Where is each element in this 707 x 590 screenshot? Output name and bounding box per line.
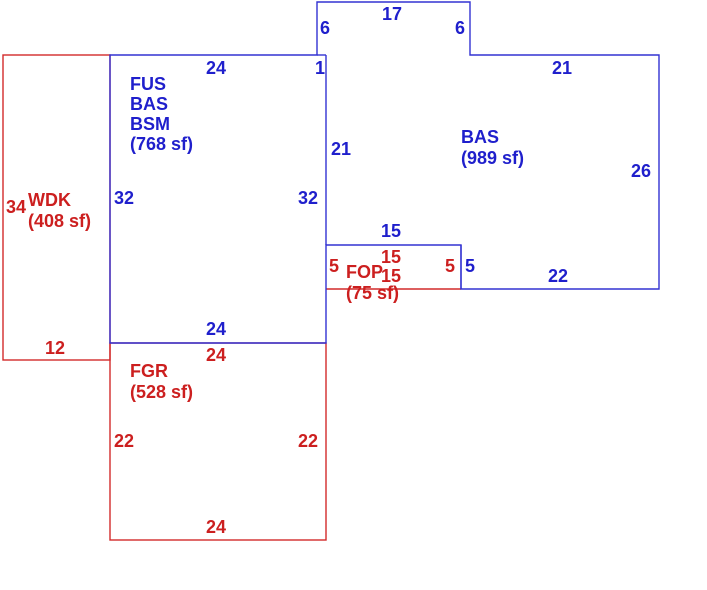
- area-label-bas-1: BAS: [130, 94, 168, 114]
- dim-fgr-bottom: 24: [206, 517, 226, 537]
- area-label-fop: FOP: [346, 262, 383, 282]
- area-size-fus: (768 sf): [130, 134, 193, 154]
- dim-fus-jog: 1: [315, 58, 325, 78]
- dim-fop-left: 5: [329, 256, 339, 276]
- dim-fgr-left: 22: [114, 431, 134, 451]
- area-size-bas: (989 sf): [461, 148, 524, 168]
- dim-fus-right: 32: [298, 188, 318, 208]
- dim-bump-top: 17: [382, 4, 402, 24]
- dim-bas-right: 26: [631, 161, 651, 181]
- dim-bump-left: 6: [320, 18, 330, 38]
- dim-bump-right: 6: [455, 18, 465, 38]
- dim-fgr-top: 24: [206, 345, 226, 365]
- area-size-fop: (75 sf): [346, 283, 399, 303]
- area-label-bas: BAS: [461, 127, 499, 147]
- dim-fop-top-red: 15: [381, 247, 401, 267]
- building-outline: [109, 1, 660, 344]
- area-label-fus: FUS: [130, 74, 166, 94]
- dim-fop-bottom: 15: [381, 266, 401, 286]
- dim-wdk-bottom: 12: [45, 338, 65, 358]
- area-label-fgr: FGR: [130, 361, 168, 381]
- area-label-bsm: BSM: [130, 114, 170, 134]
- dim-fus-left: 32: [114, 188, 134, 208]
- area-size-fgr: (528 sf): [130, 382, 193, 402]
- dim-inner-21: 21: [331, 139, 351, 159]
- dim-fop-top-blue: 15: [381, 221, 401, 241]
- dim-bas-top: 21: [552, 58, 572, 78]
- dim-fop-right-blue: 5: [465, 256, 475, 276]
- dim-wdk-left: 34: [6, 197, 26, 217]
- dim-bas-bottom: 22: [548, 266, 568, 286]
- area-size-wdk: (408 sf): [28, 211, 91, 231]
- area-label-wdk: WDK: [28, 190, 71, 210]
- dim-fgr-right: 22: [298, 431, 318, 451]
- dim-fus-bottom: 24: [206, 319, 226, 339]
- dim-fus-top: 24: [206, 58, 226, 78]
- dim-fop-right-red: 5: [445, 256, 455, 276]
